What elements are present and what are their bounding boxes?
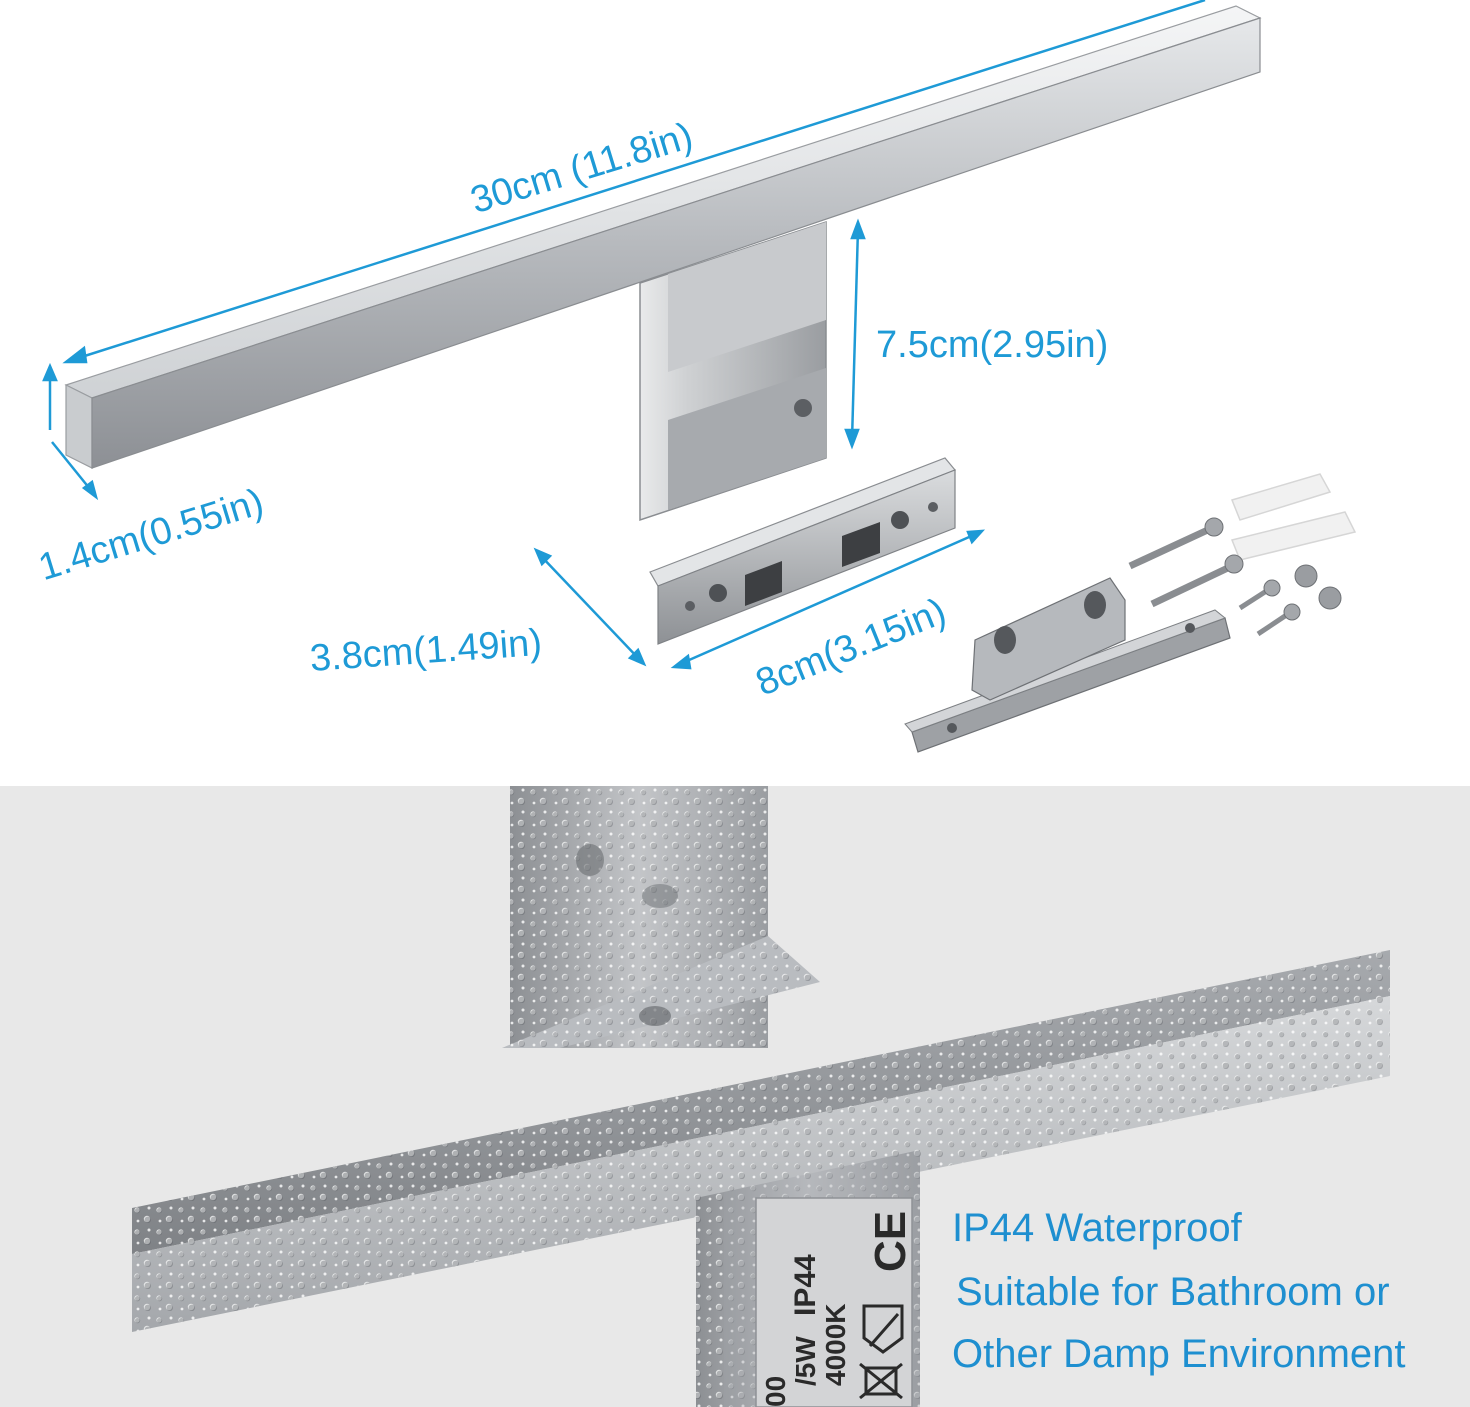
waterproof-rating-text: IP44 Waterproof (952, 1206, 1242, 1250)
lamp-diagram-svg (42, 0, 1357, 753)
dimension-arrows (42, 0, 1206, 670)
height-dimension-label: 7.5cm(2.95in) (876, 324, 1109, 366)
mounting-plate (649, 457, 956, 645)
damp-environment-text: Other Damp Environment (952, 1332, 1406, 1376)
wall-bracket (904, 577, 1231, 753)
label-ip-rating: IP44 (789, 1254, 822, 1316)
label-color-temperature: 4000K (820, 1303, 851, 1386)
product-label-sticker (755, 1197, 913, 1407)
lamp-stem (639, 220, 827, 522)
base-width-arrow-line (679, 532, 977, 666)
dimension-diagram-panel: 30cm (11.8in) 7.5cm(2.95in) 1.4cm(0.55in… (33, 0, 1357, 753)
height-arrow-line (850, 227, 860, 441)
wet-lamp-closeup-svg: IP44 4000K /5W 00 CE (132, 786, 1390, 1407)
length-arrow-line (71, 0, 1206, 362)
wet-lower-stem (696, 1150, 920, 1407)
indoor-use-icon (862, 1304, 904, 1354)
label-power: /5W (790, 1336, 821, 1386)
wet-upper-stem (502, 786, 820, 1048)
waterproof-closeup-panel: IP44 4000K /5W 00 CE IP44 Waterproof Sui… (0, 786, 1470, 1407)
ce-mark-icon: CE (866, 1211, 915, 1272)
screws-and-anchors (1128, 473, 1357, 637)
wet-light-bar (132, 950, 1390, 1332)
label-model-code: 00 (760, 1376, 791, 1407)
product-label-text: IP44 4000K /5W 00 CE (760, 1211, 915, 1407)
bathroom-suitability-text: Suitable for Bathroom or (956, 1270, 1390, 1314)
weee-bin-icon (859, 1362, 903, 1400)
depth-arrow-line (539, 554, 641, 661)
light-bar (64, 5, 1262, 469)
